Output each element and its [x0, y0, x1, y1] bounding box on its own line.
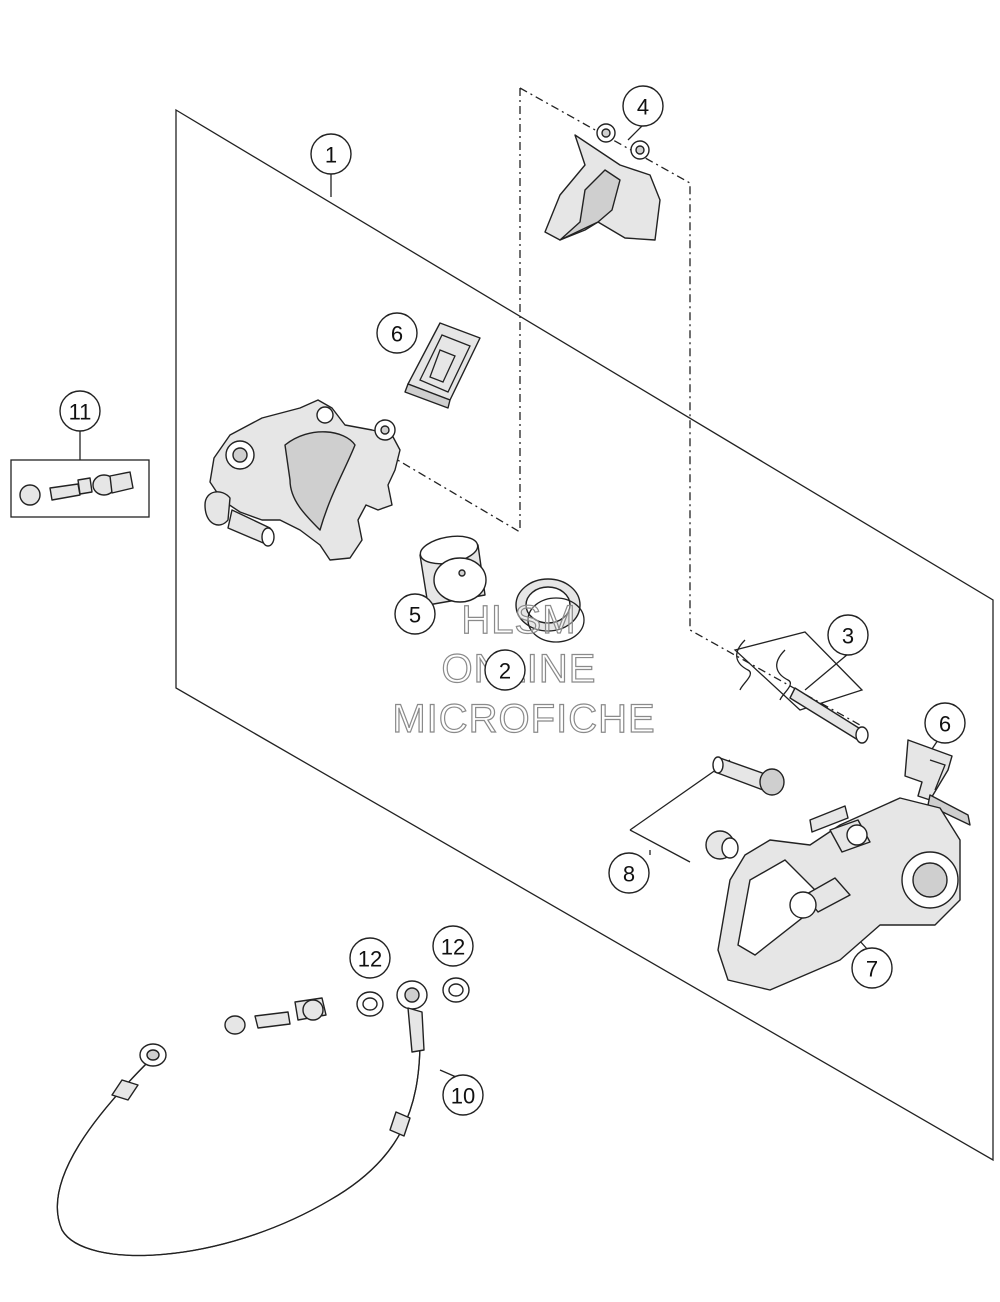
watermark-line-3: MICROFICHE [392, 697, 655, 741]
callout-5-label: 5 [409, 603, 421, 628]
callout-6-right[interactable]: 6 [924, 702, 966, 744]
callout-3[interactable]: 3 [827, 614, 869, 656]
callout-12-right[interactable]: 12 [432, 925, 474, 967]
pad-spring-right-illustration [904, 739, 971, 826]
assembly-outline [175, 108, 994, 1162]
callout-10-label: 10 [451, 1084, 475, 1109]
callout-4[interactable]: 4 [622, 85, 664, 127]
callout-7-label: 7 [866, 957, 878, 982]
callout-12-right-label: 12 [441, 935, 465, 960]
callout-12-left-label: 12 [358, 947, 382, 972]
callout-4-label: 4 [637, 95, 649, 120]
callout-6-top[interactable]: 6 [376, 312, 418, 354]
piston-illustration [419, 535, 487, 606]
callout-8[interactable]: 8 [608, 852, 650, 894]
callout-11-label: 11 [69, 400, 92, 425]
callout-8-label: 8 [623, 862, 635, 887]
slide-pin-boot-illustration [705, 756, 785, 860]
callout-5[interactable]: 5 [394, 593, 436, 635]
callout-1[interactable]: 1 [310, 133, 352, 175]
callout-3-label: 3 [842, 624, 854, 649]
bleeder-kit-illustration [10, 459, 150, 518]
callout-2[interactable]: 2 [484, 649, 526, 691]
brake-caliper-illustration [204, 399, 401, 561]
callout-1-label: 1 [325, 143, 337, 168]
callout-11[interactable]: 11 [59, 390, 101, 432]
watermark-line-1: HLSM [461, 598, 576, 642]
brake-pads-illustration [544, 123, 661, 241]
callout-6-top-label: 6 [391, 322, 403, 347]
washers-illustration [356, 977, 470, 1017]
callout-7[interactable]: 7 [851, 947, 893, 989]
brake-hose-illustration [56, 980, 428, 1257]
seal-kit-illustration [515, 578, 585, 643]
callout-2-label: 2 [499, 659, 511, 684]
pad-spring-top-illustration [404, 322, 481, 409]
callout-10[interactable]: 10 [442, 1074, 484, 1116]
caliper-support-illustration [717, 797, 961, 991]
callout-12-left[interactable]: 12 [349, 937, 391, 979]
callout-6-right-label: 6 [939, 712, 951, 737]
pin-kit-illustration [736, 639, 869, 744]
